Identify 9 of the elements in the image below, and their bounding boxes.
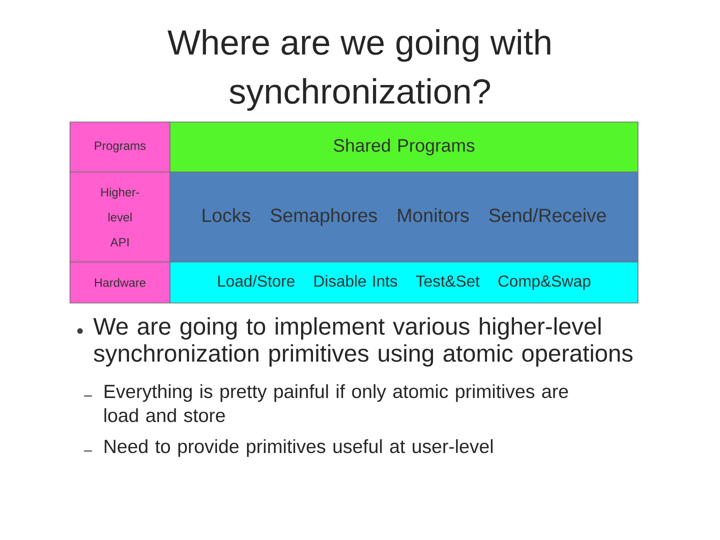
layer-band: Shared Programs — [170, 122, 638, 172]
bullet-text: We are going to implement various higher-level synchronization primitives using atomic operations — [93, 317, 632, 367]
layer-band: Load/Store Disable Ints Test&Set Comp&Swap — [170, 262, 638, 304]
layer-label-box: Programs — [70, 122, 170, 172]
bullet-text: Everything is pretty painful if only atomic primitives are load and store — [104, 384, 568, 422]
layer-band: Locks Semaphores Monitors Send/Receive — [170, 172, 638, 262]
layer-label-box: Hardware — [70, 262, 170, 304]
bullet-text: Need to provide primitives useful at user-level — [104, 439, 493, 457]
slide-title: Where are we going with synchronization? — [168, 29, 550, 111]
